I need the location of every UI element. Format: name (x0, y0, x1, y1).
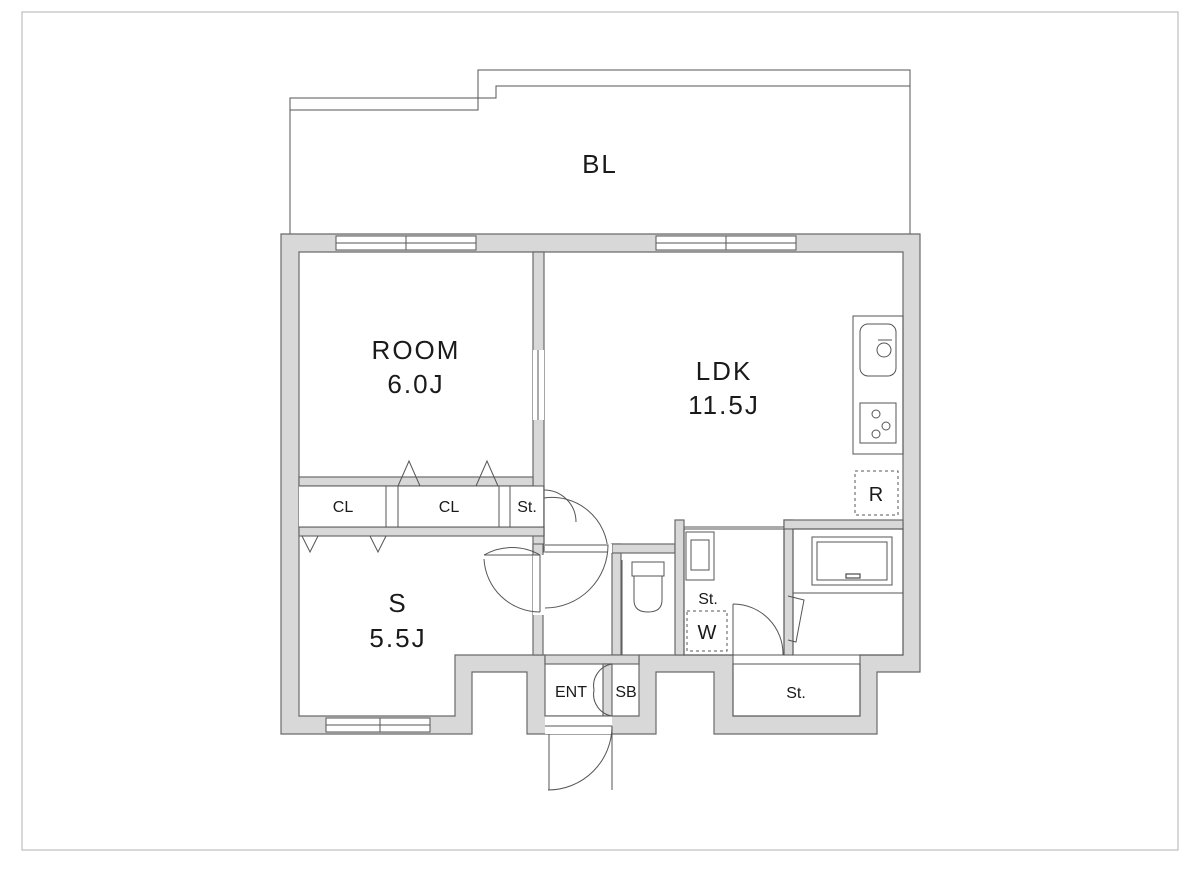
ldk-size-label: 11.5J (688, 390, 760, 420)
fridge-space (854, 470, 899, 516)
ldk-name-label: LDK (696, 356, 753, 386)
room-size-label: 6.0J (387, 369, 444, 399)
windows (325, 235, 797, 733)
s-size-label: 5.5J (369, 623, 426, 653)
washer-label: W (698, 622, 717, 644)
fridge-label: R (869, 484, 883, 506)
bottom-storage (732, 663, 861, 717)
entrance-label: ENT (555, 684, 587, 701)
hall-storage (509, 485, 609, 553)
kitchen (852, 315, 904, 455)
closet-left-label: CL (333, 499, 354, 516)
shoe-box-label: SB (615, 684, 636, 701)
hall-storage-label: St. (517, 499, 537, 516)
s-name-label: S (388, 588, 407, 618)
closets (299, 459, 533, 554)
entrance (545, 663, 613, 791)
bottom-storage-label: St. (786, 685, 806, 702)
s-room-door (483, 546, 544, 615)
washroom-door (732, 595, 805, 656)
wash-storage-label: St. (698, 591, 718, 608)
balcony-label: BL (582, 149, 618, 179)
balcony (289, 69, 911, 236)
wash-area (683, 526, 785, 656)
toilet (621, 560, 665, 655)
bathtub (792, 528, 904, 656)
closet-right-label: CL (439, 499, 460, 516)
room-name-label: ROOM (372, 335, 461, 365)
washer-space (686, 610, 728, 652)
ldk-door (544, 544, 612, 609)
